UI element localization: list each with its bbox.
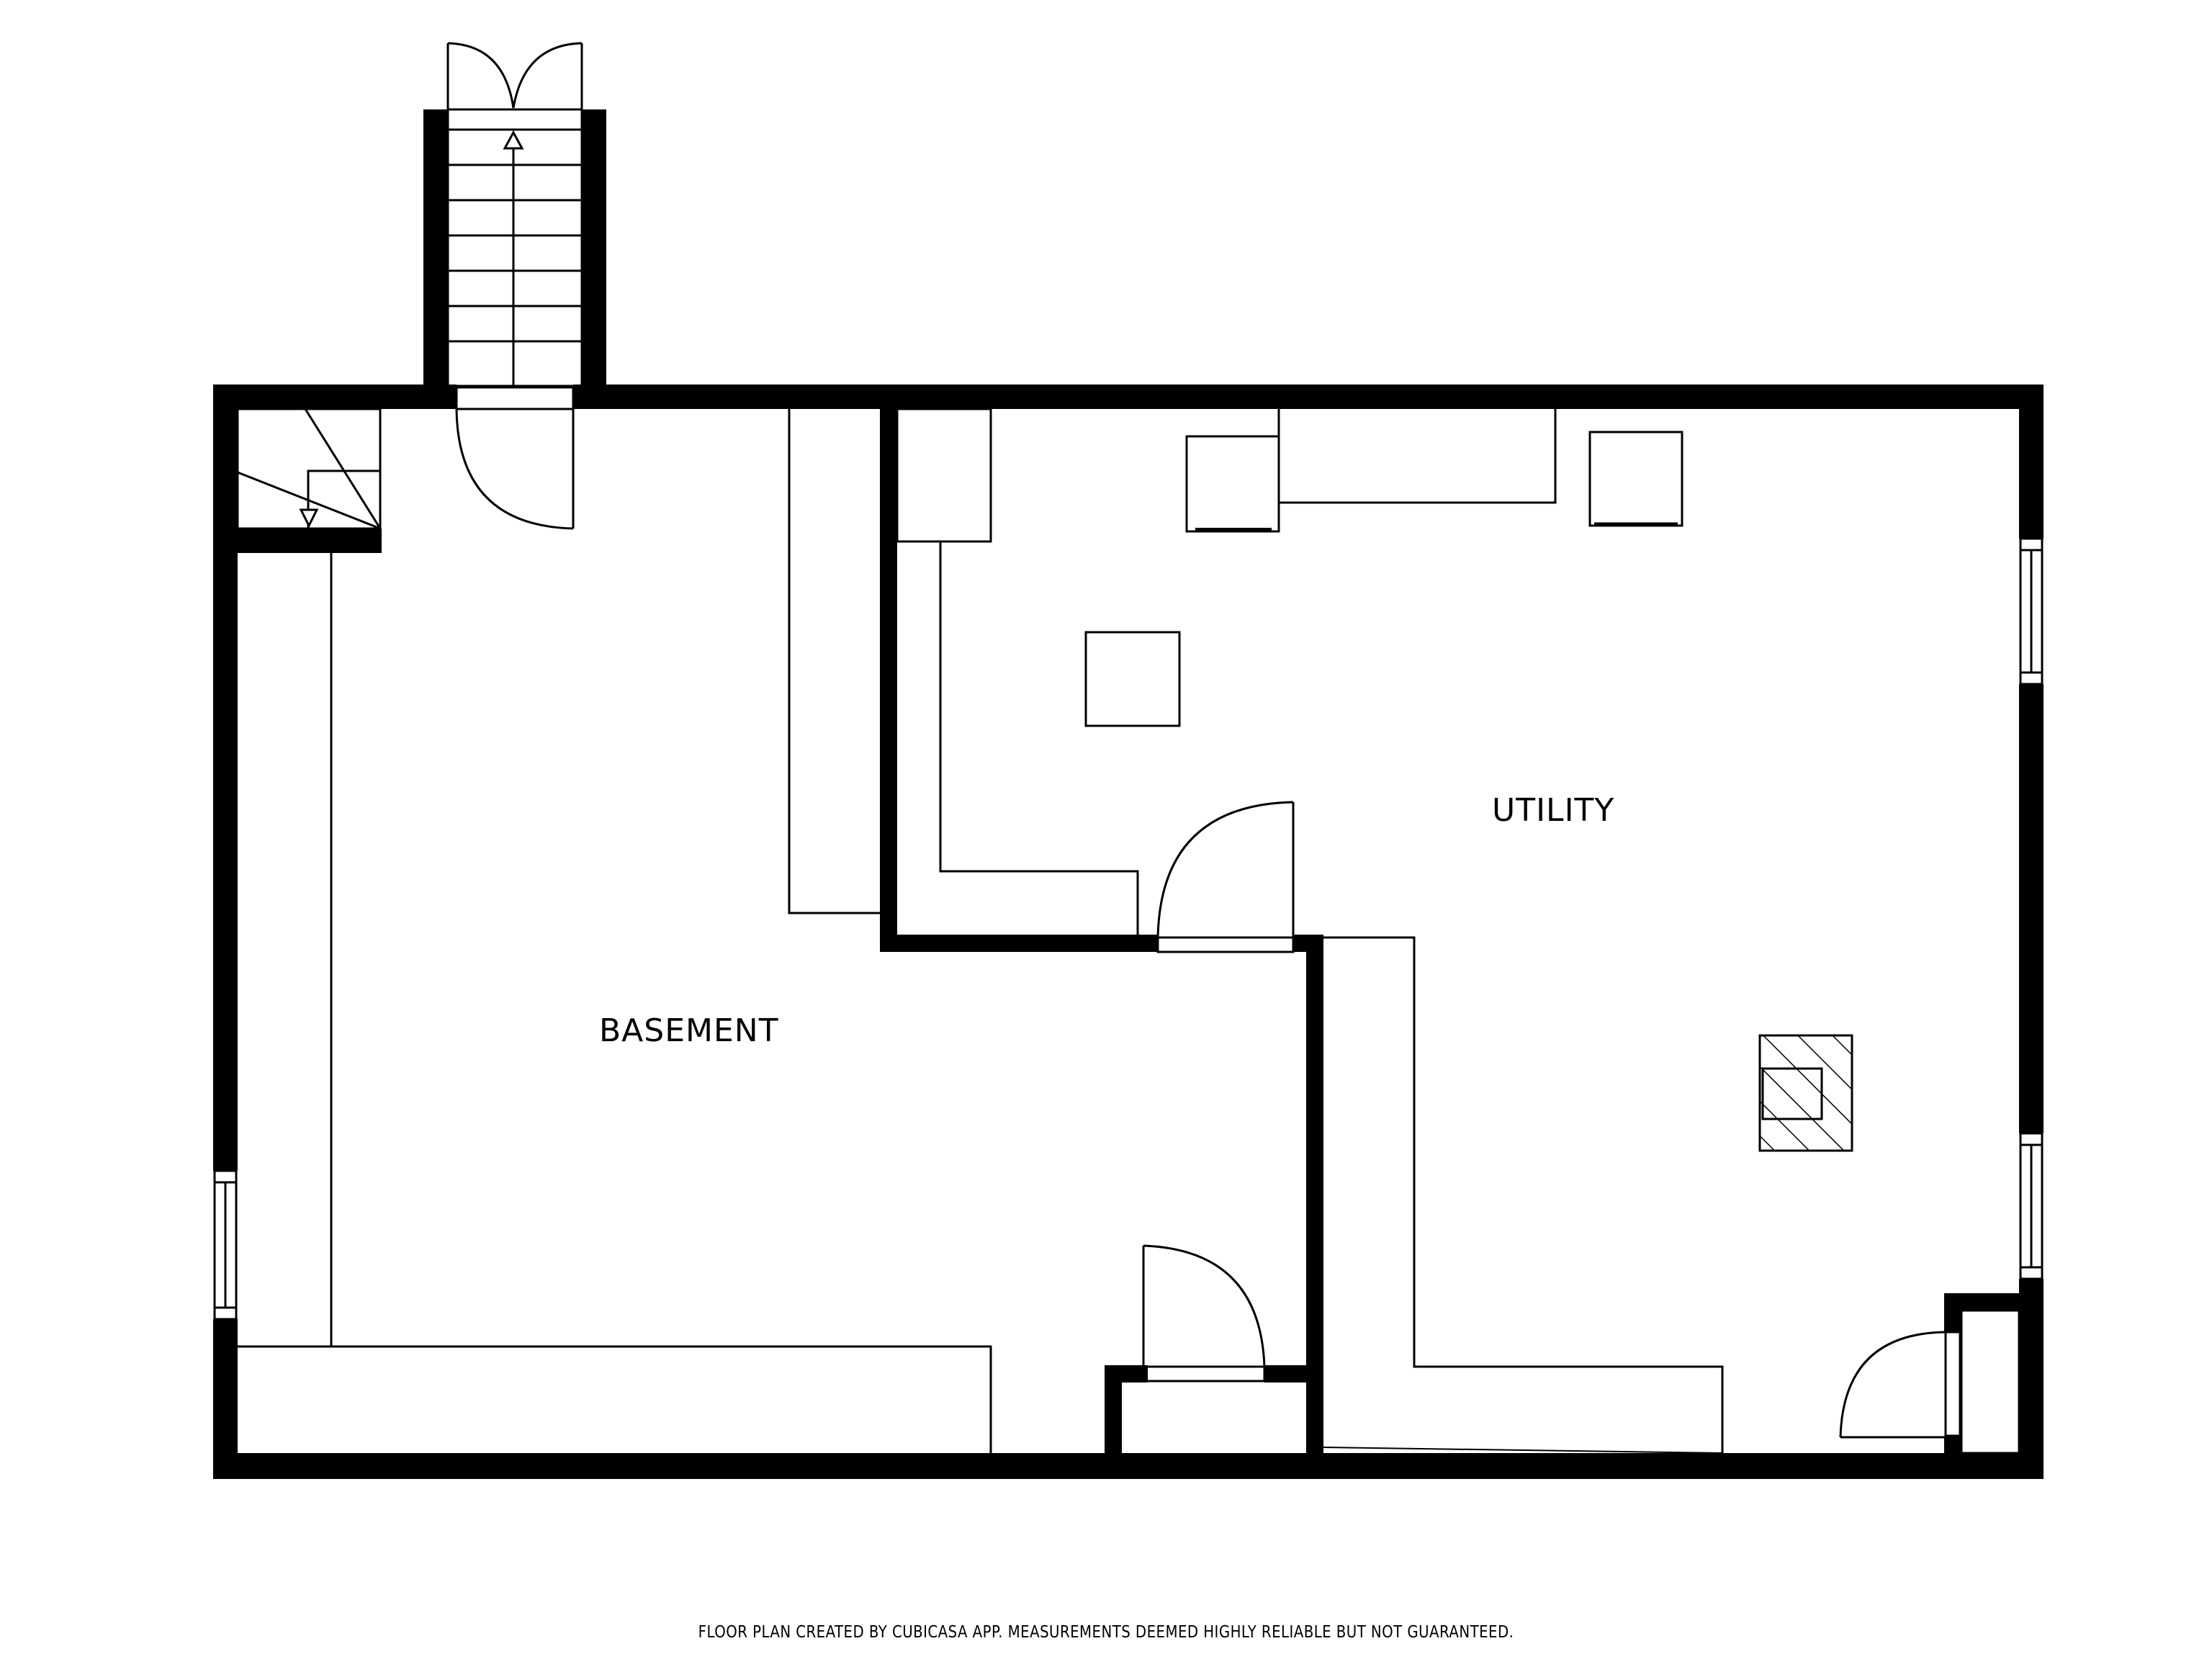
window-right-bottom [2019,1132,2044,1280]
arrow-down-icon [299,508,319,529]
window-left [213,1169,238,1321]
walls [213,109,2044,1479]
entry-door [455,408,575,530]
double-door-exterior [446,42,583,109]
footer-disclaimer: FLOOR PLAN CREATED BY CUBICASA APP. MEAS… [698,1623,1514,1642]
appliance-1 [1185,435,1280,533]
arrow-up-icon [503,130,524,150]
door-bottom-right [1839,1331,1961,1439]
hatched-fixture-icon [1758,1034,1853,1152]
room-label-basement: BASEMENT [599,1012,779,1049]
exterior-stairs [446,108,583,387]
appliance-2 [1588,431,1683,527]
door-utility [1156,801,1295,953]
window-right-top [2019,537,2044,685]
linework [213,42,2044,1455]
door-closet [1142,1244,1266,1382]
room-label-utility: UTILITY [1492,792,1615,829]
